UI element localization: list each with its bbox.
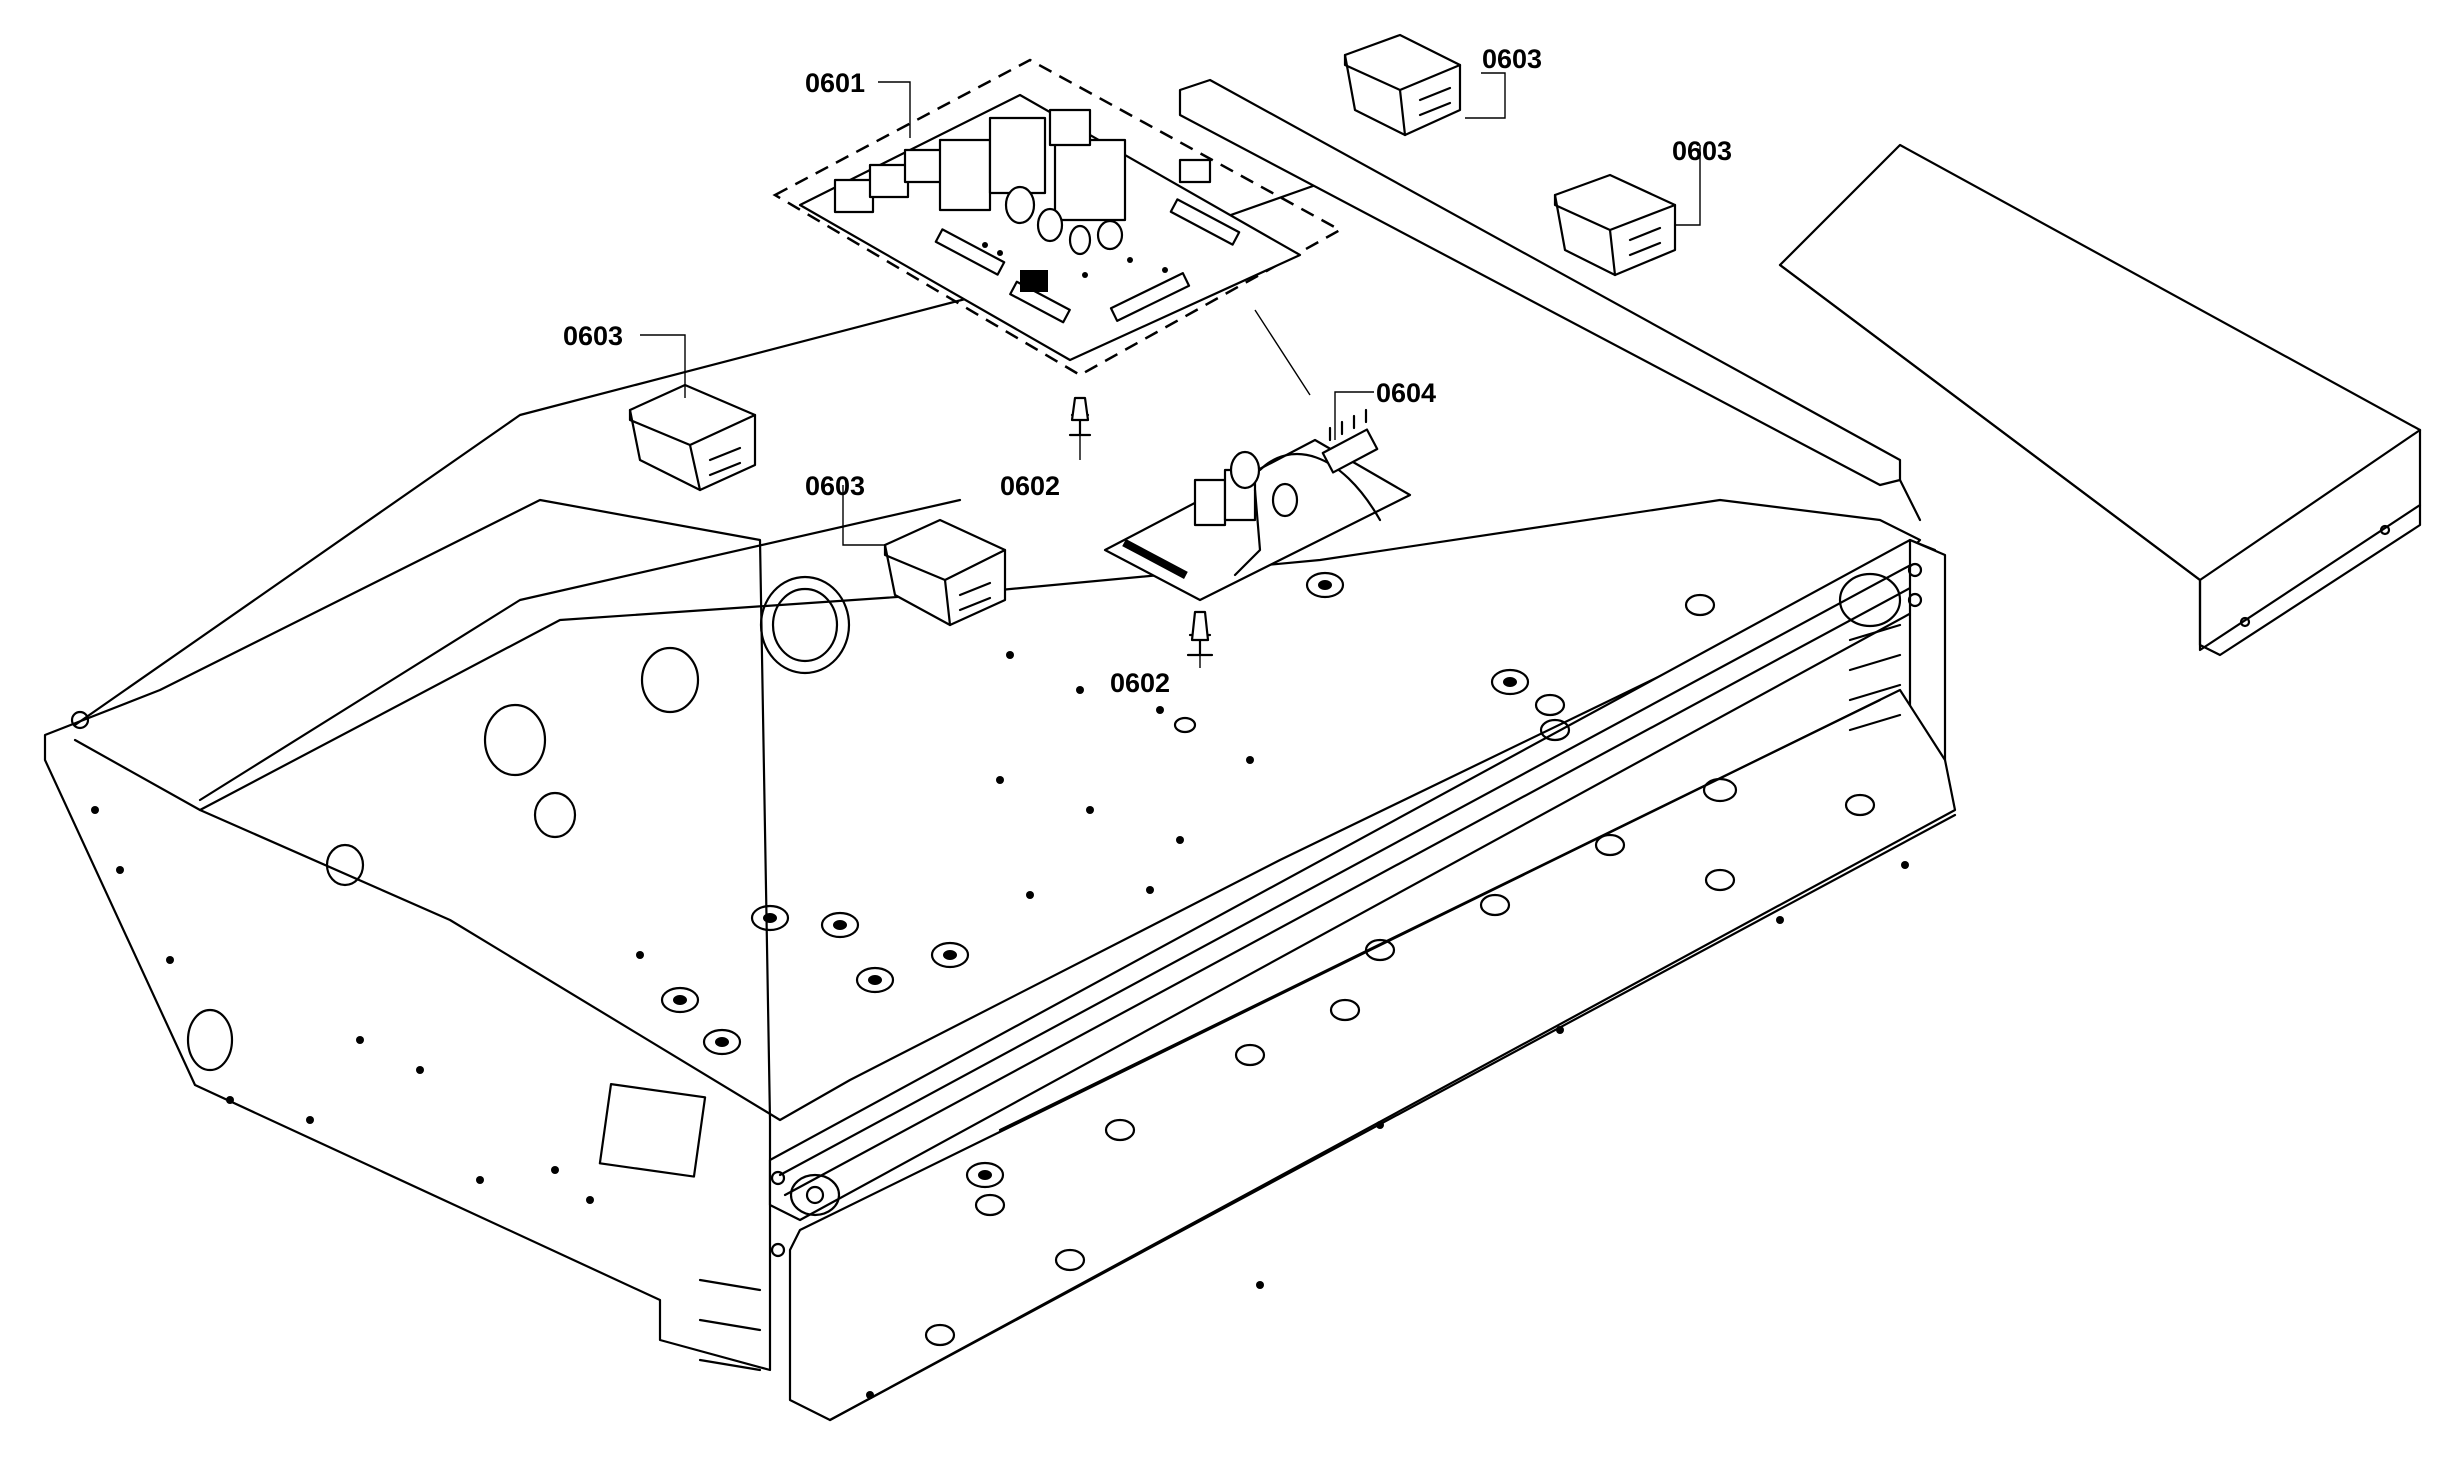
relay-top-b-part [1553,173,1677,277]
callout-0604: 0604 [1376,378,1436,408]
relay-top-a-part [1343,33,1462,137]
callout-0602-right: 0602 [1110,668,1170,698]
control-board-assembly [772,58,1343,377]
leader-lines [640,72,1701,668]
floor-standoffs [660,571,1530,1189]
callout-0601: 0601 [805,68,865,98]
filter-board-assembly [1103,309,1412,602]
callout-0603-top-b: 0603 [1672,136,1732,166]
chassis-left-wall [43,498,772,1372]
control-board-boundary [772,58,1343,377]
callout-0603-left: 0603 [563,321,623,351]
relay-left-part [628,383,757,492]
relay-center-part [883,518,1007,627]
chassis [43,78,1957,1422]
rear-flange [1178,78,1902,487]
cover-panel [1778,143,2422,657]
bracket-right-part [1186,610,1214,657]
bracket-left-part [1068,396,1092,437]
base-pan [788,688,1957,1422]
chassis-holes [186,575,1876,1347]
chassis-rivets [91,651,1909,1399]
callout-0603-center: 0603 [805,471,865,501]
callout-0603-top-a: 0603 [1482,44,1542,74]
callout-0602-left: 0602 [1000,471,1060,501]
